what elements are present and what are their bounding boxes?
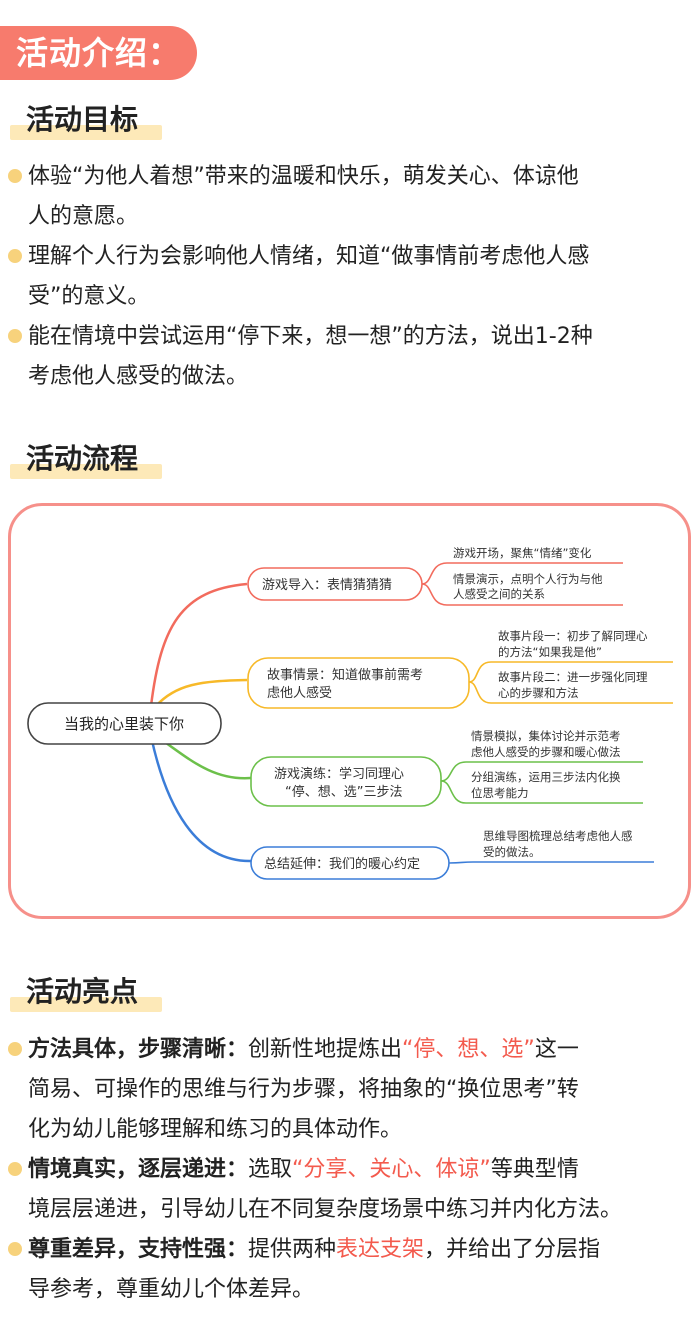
highlight-text: 提供两种 [248, 1237, 337, 1262]
bullet-dot-icon [8, 249, 22, 263]
title-highlight [10, 464, 162, 479]
flow-section-title: 活动流程 [10, 437, 162, 481]
highlight-emphasis: “分享、关心、体谅” [292, 1157, 491, 1182]
leaf-label: 游戏开场，聚焦“情绪”变化 [453, 546, 592, 560]
leaf-label: 受的做法。 [483, 845, 541, 859]
branch-label: 总结延伸：我们的暖心约定 [264, 856, 420, 872]
leaf-label: 故事片段一：初步了解同理心 [498, 629, 648, 643]
goals-section-title: 活动目标 [10, 98, 162, 142]
goal-text-line: 人的意愿。 [28, 204, 139, 229]
branch-connector [149, 582, 248, 707]
mindmap-root-node [27, 702, 222, 745]
leaf-connector [440, 761, 643, 782]
highlight-item: 情境真实，逐层递进：选取“分享、关心、体谅”等典型情 境层层递进，引导幼儿在不同… [8, 1150, 698, 1230]
branch-label: “停、想、选”三步法 [285, 784, 402, 800]
highlight-text: 简易、可操作的思维与行为步骤，将抽象的“换位思考”转 [28, 1077, 579, 1102]
highlight-text: 选取 [248, 1157, 293, 1182]
highlight-heading: 方法具体，步骤清晰： [28, 1037, 249, 1062]
leaf-label: 心的步骤和方法 [498, 686, 579, 700]
highlights-title-text: 活动亮点 [26, 975, 139, 1008]
bullet-dot-icon [8, 1042, 22, 1056]
goals-list: 体验“为他人着想”带来的温暖和快乐，萌发关心、体谅他 人的意愿。 理解个人行为会… [8, 157, 698, 397]
goal-text-line: 受”的意义。 [28, 284, 150, 309]
branch-connector [149, 735, 252, 863]
leaf-connector [468, 681, 673, 704]
goals-title-text: 活动目标 [26, 103, 139, 136]
mindmap-branch-node [247, 657, 470, 709]
goal-text-line: 体验“为他人着想”带来的温暖和快乐，萌发关心、体谅他 [28, 164, 579, 189]
leaf-connector [468, 661, 673, 683]
highlights-list: 方法具体，步骤清晰：创新性地提炼出“停、想、选”这一 简易、可操作的思维与行为步… [8, 1030, 698, 1310]
bullet-dot-icon [8, 169, 22, 183]
highlight-item: 尊重差异，支持性强：提供两种表达支架，并给出了分层指 导参考，尊重幼儿个体差异。 [8, 1230, 698, 1310]
mindmap-root-label: 当我的心里装下你 [64, 715, 184, 733]
leaf-label: 虑他人感受的步骤和暖心做法 [471, 745, 621, 759]
leaf-connector [448, 861, 654, 864]
mindmap-frame: 当我的心里装下你 游戏导入：表情猜猜猜 游戏开场，聚焦“情绪”变化 情景演示，点… [8, 503, 691, 919]
leaf-label: 故事片段二：进一步强化同理 [498, 670, 648, 684]
leaf-label: 位思考能力 [471, 786, 529, 800]
flow-title-text: 活动流程 [26, 442, 139, 475]
highlight-text: 境层层递进，引导幼儿在不同复杂度场景中练习并内化方法。 [28, 1197, 623, 1222]
highlight-heading: 情境真实，逐层递进： [28, 1157, 249, 1182]
leaf-label: 情景演示，点明个人行为与他 [453, 572, 603, 586]
goal-text-line: 理解个人行为会影响他人情绪，知道“做事情前考虑他人感 [28, 244, 590, 269]
branch-label: 故事情景：知道做事前需考 [267, 667, 423, 683]
highlight-text: ，并给出了分层指 [424, 1237, 601, 1262]
leaf-connector [421, 583, 623, 606]
leaf-label: 人感受之间的关系 [453, 587, 545, 601]
goal-text-line: 能在情境中尝试运用“停下来，想一想”的方法，说出1-2种 [28, 324, 593, 349]
leaf-label: 情景模拟，集体讨论并示范考 [471, 729, 621, 743]
highlight-heading: 尊重差异，支持性强： [28, 1237, 249, 1262]
highlight-text: 这一 [534, 1037, 579, 1062]
goal-item: 体验“为他人着想”带来的温暖和快乐，萌发关心、体谅他 人的意愿。 [8, 157, 698, 237]
bullet-dot-icon [8, 1162, 22, 1176]
title-highlight [10, 125, 162, 140]
highlight-emphasis: 表达支架 [336, 1237, 425, 1262]
title-highlight [10, 997, 162, 1012]
branch-label: 游戏演练：学习同理心 [274, 766, 404, 782]
goal-item: 能在情境中尝试运用“停下来，想一想”的方法，说出1-2种 考虑他人感受的做法。 [8, 317, 698, 397]
goal-text-line: 考虑他人感受的做法。 [28, 364, 249, 389]
highlight-item: 方法具体，步骤清晰：创新性地提炼出“停、想、选”这一 简易、可操作的思维与行为步… [8, 1030, 698, 1150]
highlight-text: 等典型情 [490, 1157, 579, 1182]
highlights-section-title: 活动亮点 [10, 970, 162, 1014]
leaf-label: 思维导图梳理总结考虑他人感 [483, 829, 633, 843]
goal-item: 理解个人行为会影响他人情绪，知道“做事情前考虑他人感 受”的意义。 [8, 237, 698, 317]
highlight-text: 化为幼儿能够理解和练习的具体动作。 [28, 1117, 403, 1142]
branch-label: 游戏导入：表情猜猜猜 [262, 578, 392, 593]
leaf-label: 的方法“如果我是他” [498, 645, 602, 659]
highlight-text: 导参考，尊重幼儿个体差异。 [28, 1277, 315, 1302]
highlight-emphasis: “停、想、选” [402, 1037, 535, 1062]
intro-banner: 活动介绍： [0, 26, 197, 80]
bullet-dot-icon [8, 1242, 22, 1256]
branch-label: 虑他人感受 [267, 685, 332, 701]
leaf-connector [421, 562, 623, 585]
highlight-text: 创新性地提炼出 [248, 1037, 403, 1062]
leaf-label: 分组演练，运用三步法内化换 [471, 770, 621, 784]
branch-connector [155, 678, 248, 707]
leaf-connector [440, 780, 643, 804]
bullet-dot-icon [8, 329, 22, 343]
mindmap: 当我的心里装下你 游戏导入：表情猜猜猜 游戏开场，聚焦“情绪”变化 情景演示，点… [27, 546, 673, 880]
